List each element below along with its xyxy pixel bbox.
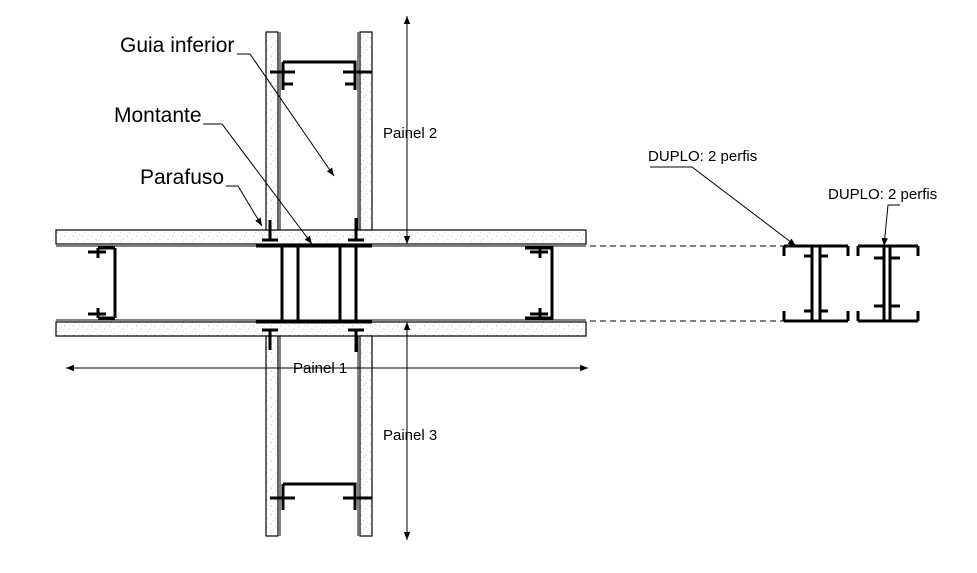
guia-bottom-profile [281,482,357,510]
duplo-2-label: DUPLO: 2 perfis [828,186,937,203]
board-left-upper [265,31,279,231]
painel-3-label: Painel 3 [383,427,437,444]
junction-studs [256,244,372,324]
board-top-outer [55,229,587,245]
duplo-detail-1 [782,244,850,323]
dimension-lines [66,16,588,540]
duplo-detail-2 [856,244,920,323]
board-right-lower [359,335,373,537]
parafuso-leader [226,185,263,227]
painel-2-label: Painel 2 [383,125,437,142]
guia-top-profile [281,60,357,90]
parafuso-label: Parafuso [140,166,224,189]
left-end-profile [96,246,117,320]
board-bottom-outer [55,321,587,337]
duplo-1-label: DUPLO: 2 perfis [648,148,757,165]
montante-leader [203,123,313,245]
painel-1-label: Painel 1 [293,360,347,377]
duplo-2-leader [881,204,900,247]
screws [88,70,548,500]
duplo-1-leader [650,166,797,247]
leader-lines [203,53,900,247]
right-end-profile [525,246,554,320]
board-left-lower [265,335,279,537]
montante-label: Montante [114,104,202,127]
board-right-upper [359,31,373,231]
guia-inferior-label: Guia inferior [120,34,234,57]
guia-inferior-leader [237,53,335,177]
